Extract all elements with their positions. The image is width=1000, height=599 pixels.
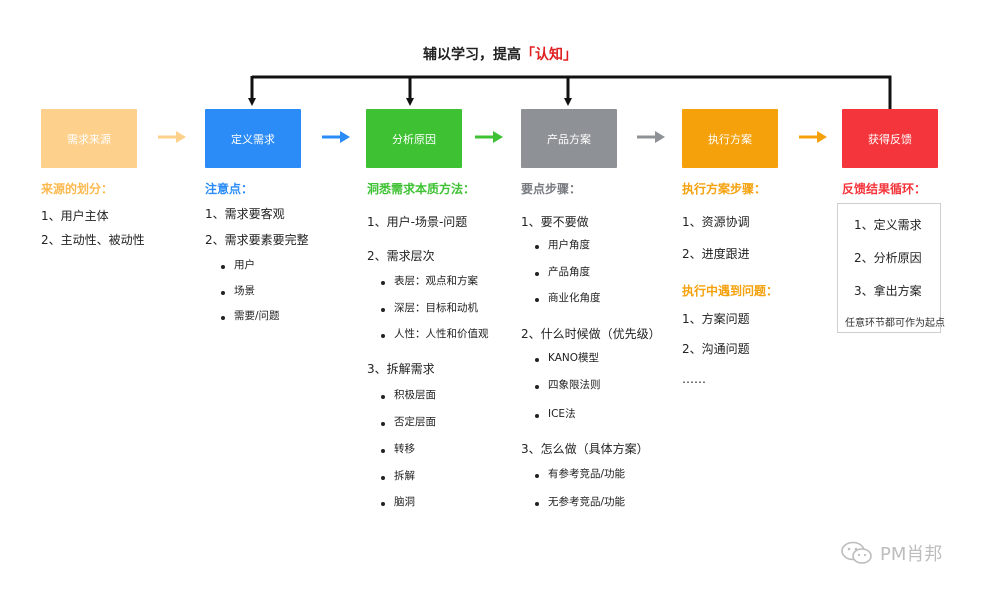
column-product-title: 要点步骤： <box>521 182 582 196</box>
watermark: PM肖邦 <box>840 540 942 566</box>
product-whether-2: 产品角度 <box>535 266 590 278</box>
feedback-item-3: 3、拿出方案 <box>854 284 922 298</box>
product-how-1: 有参考竞品/功能 <box>534 468 626 480</box>
analyze-item-1: 1、用户-场景-问题 <box>367 215 468 229</box>
execute-issue-2: 2、沟通问题 <box>682 342 750 356</box>
analyze-split-1: 积极层面 <box>381 389 436 401</box>
step-arrow-3 <box>475 131 503 143</box>
step-label-execute: 执行方案 <box>708 132 752 146</box>
product-item-2: 2、什么时候做（优先级） <box>521 327 661 341</box>
analyze-layer-2: 深层：目标和动机 <box>381 302 478 314</box>
define-sub-2: 场景 <box>221 285 255 297</box>
step-arrow-2 <box>322 131 350 143</box>
define-item-2: 2、需求要素要完整 <box>205 233 309 247</box>
source-item-1: 1、用户主体 <box>41 209 109 223</box>
product-whether-3: 商业化角度 <box>535 292 601 304</box>
step-box-source: 需求来源 <box>41 109 137 168</box>
column-feedback-title: 反馈结果循环： <box>842 182 927 196</box>
step-box-analyze: 分析原因 <box>366 109 462 168</box>
analyze-split-3: 转移 <box>381 443 415 455</box>
loop-caption-highlight: 「认知」 <box>521 47 577 63</box>
define-sub-1: 用户 <box>221 259 255 271</box>
execute-item-2: 2、进度跟进 <box>682 247 750 261</box>
analyze-layer-1: 表层：观点和方案 <box>381 275 478 287</box>
step-label-source: 需求来源 <box>67 132 111 146</box>
loop-line <box>252 75 892 109</box>
step-box-feedback: 获得反馈 <box>842 109 938 168</box>
step-box-define: 定义需求 <box>205 109 301 168</box>
define-item-1: 1、需求要客观 <box>205 207 285 221</box>
step-arrow-4 <box>637 131 665 143</box>
feedback-frame: 1、定义需求 2、分析原因 3、拿出方案 任意环节都可作为起点 <box>837 203 945 333</box>
feedback-item-1: 1、定义需求 <box>854 218 922 232</box>
column-product: 要点步骤： 1、要不要做 用户角度 产品角度 商业化角度 2、什么时候做（优先级… <box>521 182 661 507</box>
product-when-3: ICE法 <box>535 408 576 420</box>
column-execute-title: 执行方案步骤： <box>682 182 767 196</box>
wechat-icon <box>841 541 872 564</box>
column-analyze-title: 洞悉需求本质方法： <box>367 182 476 196</box>
source-item-2: 2、主动性、被动性 <box>41 233 145 247</box>
column-define-title: 注意点： <box>205 182 254 196</box>
watermark-text: PM肖邦 <box>880 544 943 565</box>
analyze-split-4: 拆解 <box>381 470 415 482</box>
column-analyze: 洞悉需求本质方法： 1、用户-场景-问题 2、需求层次 表层：观点和方案 深层：… <box>367 182 489 507</box>
step-label-define: 定义需求 <box>231 132 275 146</box>
feedback-item-2: 2、分析原因 <box>854 251 922 265</box>
analyze-item-2: 2、需求层次 <box>367 249 435 263</box>
product-when-1: KANO模型 <box>534 352 600 364</box>
step-label-feedback: 获得反馈 <box>868 132 912 146</box>
execute-issue-3: …… <box>682 372 706 386</box>
column-source: 来源的划分： 1、用户主体 2、主动性、被动性 <box>41 182 145 246</box>
column-define: 注意点： 1、需求要客观 2、需求要素要完整 用户 场景 需要/问题 <box>205 182 309 321</box>
step-arrow-1 <box>158 131 186 143</box>
step-label-analyze: 分析原因 <box>392 132 436 146</box>
product-whether-1: 用户角度 <box>535 239 590 251</box>
analyze-item-3: 3、拆解需求 <box>367 362 435 376</box>
product-when-2: 四象限法则 <box>535 379 601 391</box>
analyze-split-2: 否定层面 <box>381 416 436 428</box>
column-execute-title-2: 执行中遇到问题： <box>682 284 779 298</box>
define-sub-3: 需要/问题 <box>221 310 280 322</box>
column-feedback: 反馈结果循环： <box>842 183 926 195</box>
loop-caption: 辅以学习，提高「认知」 <box>0 44 1000 64</box>
step-box-execute: 执行方案 <box>682 109 778 168</box>
product-item-3: 3、怎么做（具体方案） <box>521 442 649 456</box>
column-source-title: 来源的划分： <box>41 182 114 196</box>
product-item-1: 1、要不要做 <box>521 215 589 229</box>
execute-item-1: 1、资源协调 <box>682 215 750 229</box>
product-how-2: 无参考竞品/功能 <box>534 496 626 508</box>
step-box-product: 产品方案 <box>521 109 617 168</box>
column-execute: 执行方案步骤： 1、资源协调 2、进度跟进 执行中遇到问题： 1、方案问题 2、… <box>682 182 778 385</box>
step-arrow-5 <box>799 131 827 143</box>
step-label-product: 产品方案 <box>547 132 591 146</box>
loop-caption-prefix: 辅以学习，提高 <box>423 47 521 63</box>
analyze-layer-3: 人性：人性和价值观 <box>381 328 489 340</box>
feedback-note: 任意环节都可作为起点 <box>845 318 945 329</box>
analyze-split-5: 脑洞 <box>381 496 415 508</box>
execute-issue-1: 1、方案问题 <box>682 312 750 326</box>
